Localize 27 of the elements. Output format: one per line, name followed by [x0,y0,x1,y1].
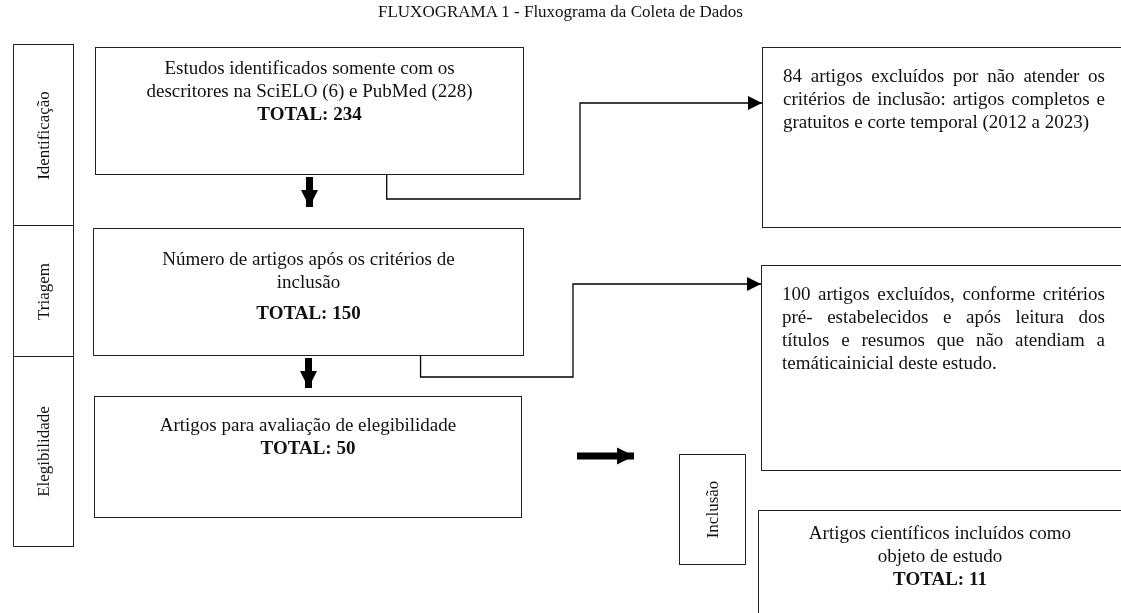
stage-label: Triagem [33,262,54,320]
box-text: 100 artigos excluídos, conforme critérios pré- estabelecidos e após leitura dos títulos e resumos que não atendiam a temáticainicial deste estudo. [782,282,1105,374]
stage-label: Elegibilidade [33,406,54,497]
exclusion-box [761,265,1121,471]
process-box [95,47,524,175]
stage-label-box [679,454,746,565]
box-text: Artigos científicos incluídos como objeto de estudo [807,521,1073,567]
total-count: TOTAL: 50 [259,436,357,459]
arrow [419,277,762,378]
arrow [386,96,763,200]
stage-label-box [13,356,74,547]
stage-label-box [13,44,74,226]
process-box [93,228,524,356]
stage-label: Inclusão [702,480,723,539]
total-count: TOTAL: 11 [892,567,988,590]
total-count: TOTAL: 234 [256,102,363,125]
box-text: Estudos identificados somente com os descritores na SciELO (6) e PubMed (228) [145,56,474,102]
box-text: 84 artigos excluídos por não atender os critérios de inclusão: artigos completos e gratuitos e corte temporal (2012 a 2023) [783,64,1105,133]
exclusion-box [762,47,1121,228]
total-count: TOTAL: 150 [255,301,362,324]
box-text: Número de artigos após os critérios de inclusão [161,247,456,293]
stage-label-box [13,225,74,357]
process-box [758,510,1121,613]
box-text: Artigos para avaliação de elegibilidade [158,413,458,436]
process-box [94,396,522,518]
stage-label: Identificação [33,90,54,180]
diagram-title: FLUXOGRAMA 1 - Fluxograma da Coleta de Dados [377,2,744,22]
